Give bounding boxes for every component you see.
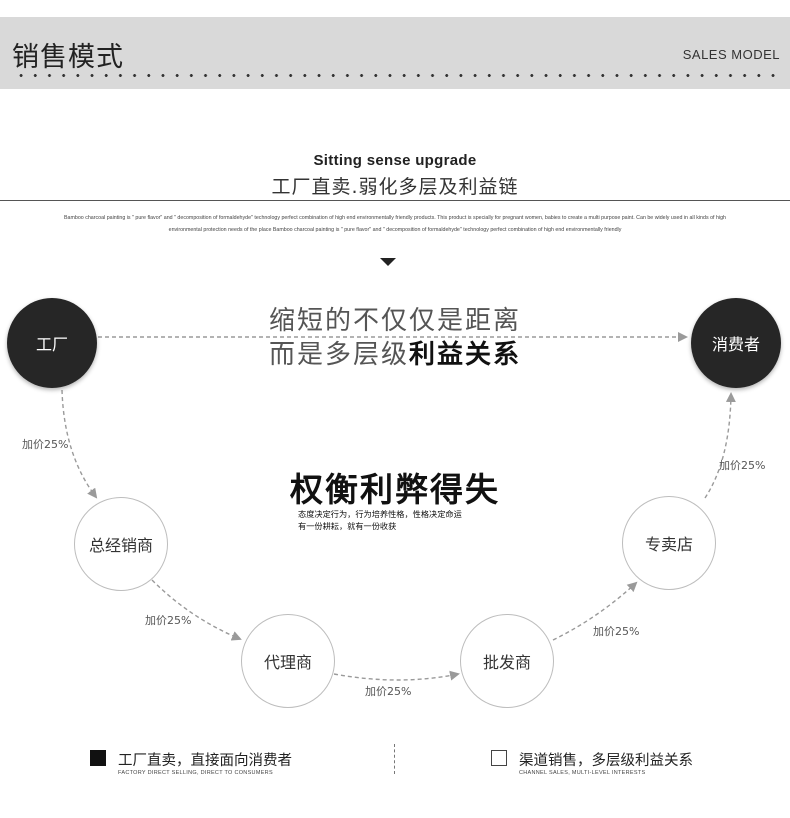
node-wholesaler-label: 批发商: [482, 653, 531, 672]
node-factory: 工厂: [7, 298, 97, 388]
section-description: Bamboo charcoal painting is " pure flavo…: [4, 212, 786, 236]
legend-solid-square-icon: [90, 750, 106, 766]
legend-right-text: 渠道销售，多层级利益关系: [519, 753, 693, 769]
node-agent: 代理商: [241, 614, 335, 708]
description-line-1: Bamboo charcoal painting is " pure flavo…: [64, 215, 726, 221]
headline-line-2-normal: 而是多层级: [268, 340, 409, 370]
description-line-2: environmental protection needs of the pl…: [168, 227, 622, 233]
legend-left-text: 工厂直卖，直接面向消费者: [118, 753, 292, 769]
header-subtitle: SALES MODEL: [682, 47, 780, 62]
center-title: 权衡利弊得失: [290, 470, 500, 509]
legend-right-subtext: CHANNEL SALES, MULTI-LEVEL INTERESTS: [519, 770, 646, 776]
down-triangle-icon: [380, 258, 396, 266]
node-specialty-store-label: 专卖店: [644, 535, 693, 554]
node-general-distributor: 总经销商: [74, 497, 168, 591]
node-factory-label: 工厂: [35, 335, 68, 354]
arrow-agent-to-wholesaler: [333, 670, 460, 681]
arrow-wholesaler-to-store: [552, 581, 638, 641]
header-title: 销售模式: [12, 42, 124, 73]
section-title-en: Sitting sense upgrade: [313, 152, 477, 169]
node-consumer-label: 消费者: [711, 335, 760, 354]
markup-label-3: 加价25%: [365, 685, 412, 698]
arrow-store-to-consumer: [704, 392, 736, 499]
center-body-line-1: 态度决定行为，行为培养性格，性格决定命运: [298, 509, 462, 519]
node-agent-label: 代理商: [263, 653, 312, 672]
arrow-distributor-to-agent: [151, 579, 242, 641]
node-consumer: 消费者: [691, 298, 781, 388]
legend-empty-square-icon: [491, 750, 507, 766]
headline-line-2-bold: 利益关系: [409, 340, 522, 370]
headline-line-1: 缩短的不仅仅是距离: [268, 306, 521, 336]
markup-label-4: 加价25%: [593, 625, 640, 638]
headline-line-2: 而是多层级利益关系: [0, 334, 790, 371]
node-general-distributor-label: 总经销商: [88, 536, 153, 555]
dotted-divider: [14, 73, 778, 78]
section-title-cn: 工厂直卖.弱化多层及利益链: [271, 176, 519, 198]
center-body: 态度决定行为，行为培养性格，性格决定命运 有一份耕耘，就有一份收获: [298, 508, 462, 532]
markup-label-5: 加价25%: [719, 459, 766, 472]
section-header: 销售模式 SALES MODEL: [0, 17, 790, 89]
center-body-line-2: 有一份耕耘，就有一份收获: [298, 521, 397, 531]
node-specialty-store: 专卖店: [622, 496, 716, 590]
markup-label-1: 加价25%: [22, 438, 69, 451]
legend-left-subtext: FACTORY DIRECT SELLING, DIRECT TO CONSUM…: [118, 770, 273, 776]
markup-label-2: 加价25%: [145, 614, 192, 627]
node-wholesaler: 批发商: [460, 614, 554, 708]
section-rule: [0, 200, 790, 201]
legend-divider: [394, 744, 395, 774]
